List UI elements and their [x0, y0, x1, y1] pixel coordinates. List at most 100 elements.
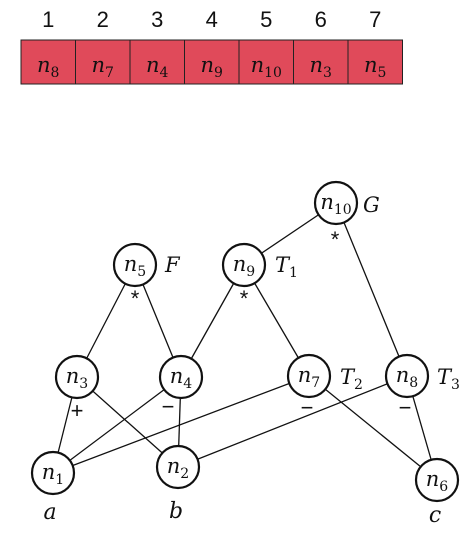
node-base: n: [66, 364, 80, 388]
node-circle: [414, 457, 460, 503]
node-operator: −: [301, 395, 314, 420]
array-cell: [20, 39, 76, 85]
array-cell: [75, 39, 131, 85]
node-n10: n10 * G: [313, 180, 380, 252]
array-cell-label: n9: [201, 53, 223, 81]
node-subscript: 5: [137, 264, 146, 280]
node-subscript: 3: [79, 376, 88, 392]
tag-base: G: [363, 193, 380, 217]
edge-n7-n1: [52, 375, 310, 474]
cell-base: n: [251, 53, 265, 77]
node-n1: n1a: [30, 450, 76, 525]
node-label: n6: [426, 467, 449, 495]
node-circle: [155, 444, 201, 490]
node-label: n5: [124, 252, 146, 280]
node-n5: n5*F: [112, 242, 181, 311]
node-subscript: 6: [439, 479, 448, 495]
node-subscript: 2: [180, 466, 189, 482]
node-operator: −: [399, 395, 412, 420]
node-label: n7: [298, 363, 320, 391]
array-cell: [184, 39, 240, 85]
node-n8: n8 − T3: [384, 353, 460, 420]
cell-subscript: 5: [378, 65, 387, 81]
leaf-variable-label: b: [169, 499, 183, 524]
node-base: n: [233, 252, 247, 276]
node-circle: [384, 353, 430, 399]
node-base: n: [396, 363, 410, 387]
array-index-label: 7: [369, 7, 381, 32]
node-label: n4: [170, 364, 193, 392]
node-tag-label: F: [164, 253, 181, 277]
array-index-label: 6: [315, 7, 327, 32]
node-subscript: 7: [311, 375, 320, 391]
node-circle: [54, 354, 100, 400]
node-n9: n9*T1: [221, 242, 298, 311]
node-base: n: [124, 252, 138, 276]
edge-n7-n6: [308, 375, 438, 481]
node-label: n8: [396, 363, 418, 391]
node-label: n9: [233, 252, 255, 280]
tag-base: T: [340, 365, 356, 389]
cell-subscript: 4: [160, 65, 169, 81]
edge-n8-n2: [177, 375, 408, 468]
array-cell-label: n10: [251, 53, 282, 81]
cell-subscript: 8: [51, 65, 60, 81]
edge-n4-n1: [52, 376, 182, 474]
tag-subscript: 3: [451, 377, 460, 393]
node-label: n10: [320, 190, 351, 218]
node-label: n2: [167, 454, 189, 482]
node-circle: [30, 450, 76, 496]
cell-subscript: 10: [264, 65, 282, 81]
array-index-label: 1: [42, 7, 54, 32]
node-subscript: 8: [409, 375, 418, 391]
cell-base: n: [364, 53, 378, 77]
array-index-label: 4: [206, 7, 218, 32]
node-operator: +: [71, 398, 84, 423]
array-index-label: 2: [97, 7, 109, 32]
array-cell-label: n7: [92, 53, 114, 81]
node-tag-label: G: [363, 193, 380, 217]
edge-n3-n2: [76, 376, 179, 468]
node-circle: [112, 242, 158, 288]
node-circle: [286, 353, 332, 399]
cell-subscript: 9: [214, 65, 223, 81]
node-base: n: [320, 190, 334, 214]
array-cell-label: n8: [37, 53, 59, 81]
node-tag-label: T2: [340, 365, 363, 393]
node-n4: n4−: [158, 354, 204, 419]
array-cell-label: n3: [310, 53, 332, 81]
tag-base: F: [164, 253, 181, 277]
node-circle: [313, 180, 359, 226]
node-base: n: [42, 460, 56, 484]
node-base: n: [167, 454, 181, 478]
node-subscript: 4: [183, 376, 192, 392]
array-cell-label: n4: [146, 53, 169, 81]
node-tag-label: T1: [275, 253, 298, 281]
node-operator: *: [331, 227, 340, 252]
node-n7: n7 − T2: [286, 353, 363, 420]
array-cell-label: n5: [364, 53, 386, 81]
tag-base: T: [437, 365, 453, 389]
cell-base: n: [310, 53, 324, 77]
node-base: n: [298, 363, 312, 387]
node-n2: n2 b: [155, 444, 201, 524]
node-n6: n6 c: [414, 457, 460, 528]
edge-n10-n8: [335, 202, 408, 377]
node-operator: −: [162, 394, 175, 419]
cell-subscript: 3: [323, 65, 332, 81]
cell-base: n: [146, 53, 160, 77]
tag-base: T: [275, 253, 291, 277]
array-index-label: 5: [260, 7, 272, 32]
node-subscript: 1: [55, 472, 64, 488]
cell-base: n: [201, 53, 215, 77]
array-cell: [347, 39, 403, 85]
node-label: n1: [42, 460, 64, 488]
leaf-variable-label: c: [429, 503, 441, 528]
tag-subscript: 2: [354, 377, 363, 393]
cell-base: n: [37, 53, 51, 77]
node-subscript: 10: [334, 202, 352, 218]
node-n3: n3 +: [54, 354, 100, 423]
cell-base: n: [92, 53, 106, 77]
